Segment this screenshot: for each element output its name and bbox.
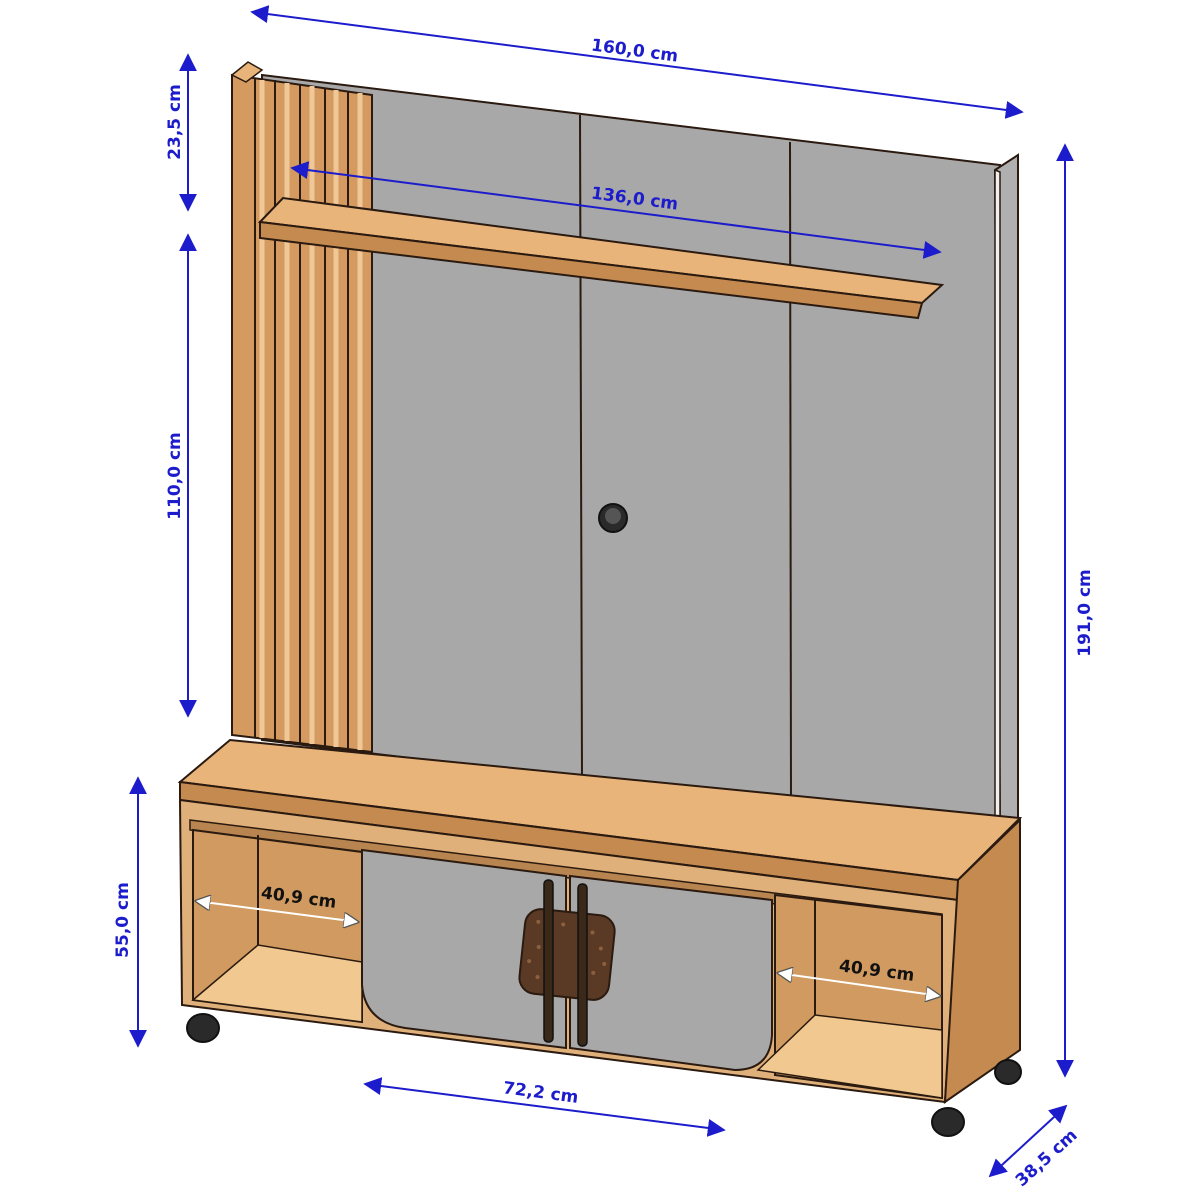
- left-door: [361, 848, 567, 1050]
- rack-doors: [361, 848, 773, 1072]
- dim-line-door-width: [363, 1077, 726, 1137]
- dim-label-panel-height: 110,0 cm: [165, 432, 185, 519]
- dim-line-shelf-width: [290, 161, 942, 259]
- caster-wheel-icon: [186, 1013, 1022, 1137]
- decor-plaque: [518, 908, 616, 1001]
- right-side-post-front: [994, 168, 1001, 832]
- dim-label-total-height: 191,0 cm: [1075, 569, 1095, 656]
- tv-panel-furniture: [177, 61, 1023, 1137]
- dim-label-top-height: 23,5 cm: [165, 84, 185, 160]
- dim-line-depth: [988, 1104, 1068, 1178]
- dim-line-left-niche: [196, 901, 358, 922]
- right-door: [569, 874, 773, 1072]
- rack-top: [177, 738, 1023, 902]
- niche-dimension-lines: [196, 901, 940, 996]
- dim-label-depth: 38,5 cm: [1012, 1126, 1082, 1191]
- dim-line-right-niche: [778, 973, 940, 996]
- panel-divider-2: [789, 141, 792, 807]
- dimension-lines: [129, 5, 1074, 1178]
- dim-label-base-height: 55,0 cm: [113, 882, 133, 958]
- cable-hole-icon: [598, 503, 628, 533]
- door-handle-icon: [543, 879, 588, 1047]
- dim-line-total-width: [250, 5, 1024, 119]
